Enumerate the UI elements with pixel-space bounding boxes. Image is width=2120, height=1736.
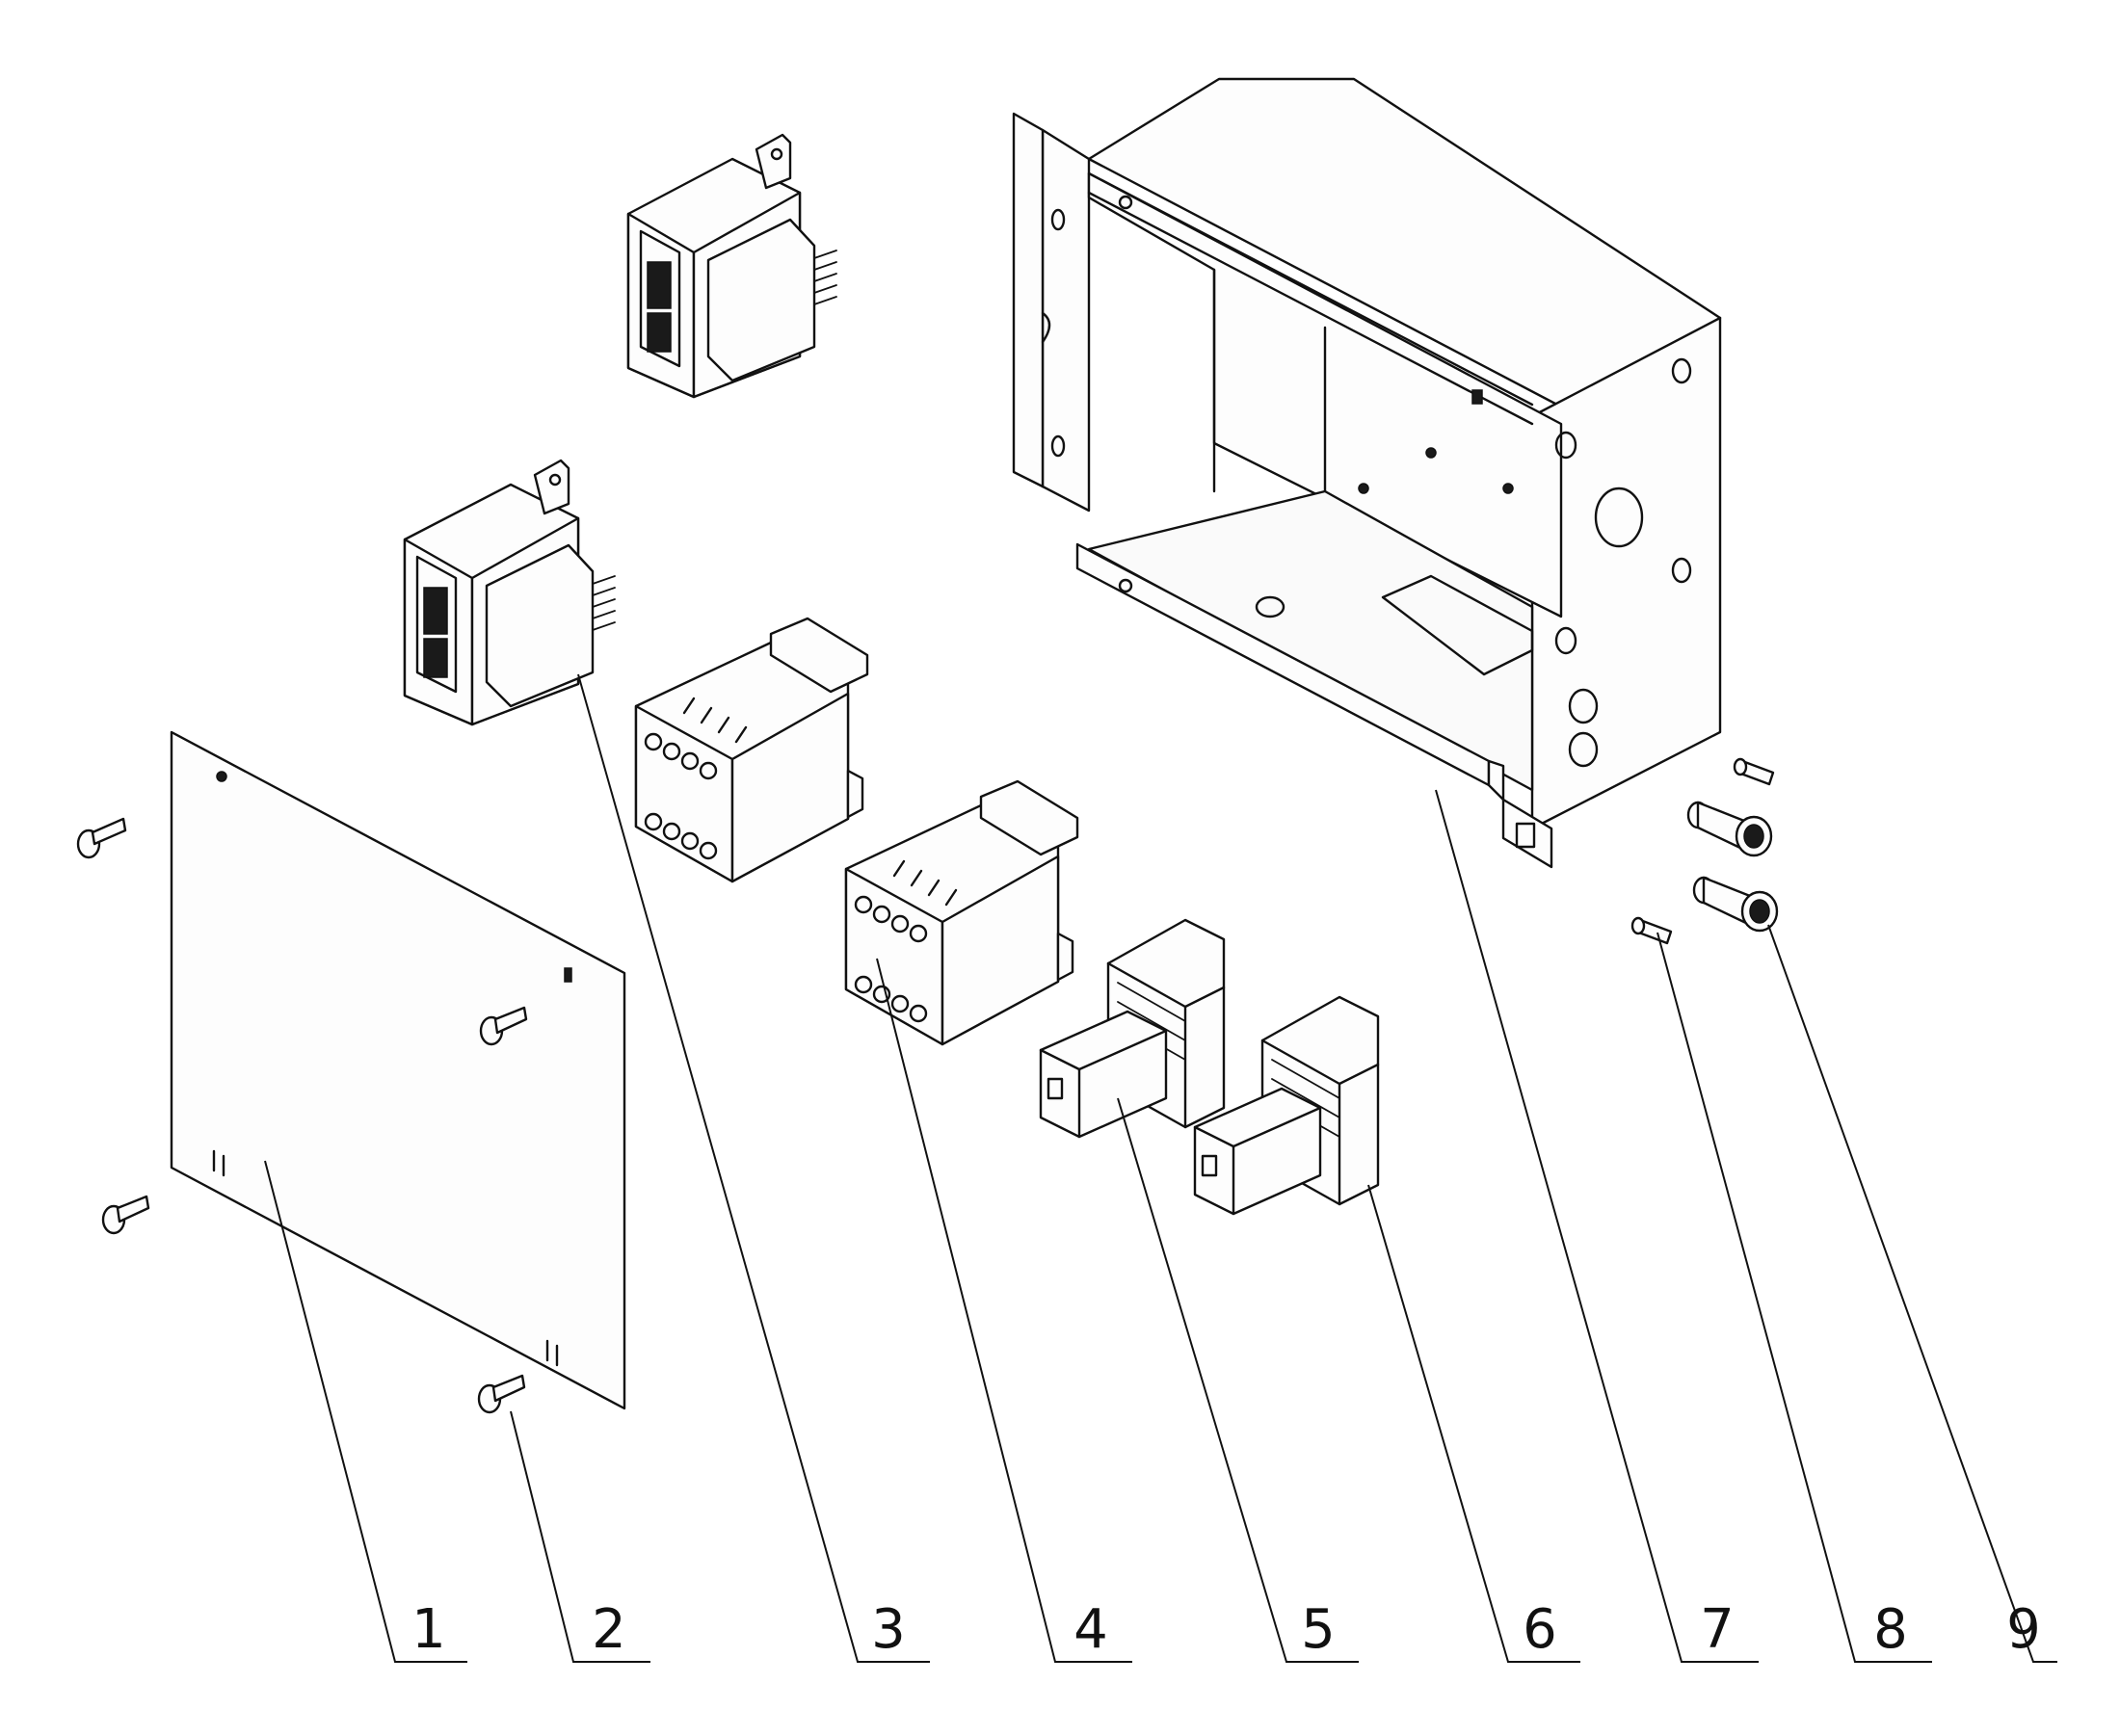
callout-6: 6 bbox=[1523, 1598, 1557, 1661]
callout-5: 5 bbox=[1301, 1598, 1336, 1661]
leader-8 bbox=[1656, 932, 1932, 1663]
leader-lines bbox=[264, 673, 2057, 1663]
leader-6 bbox=[1367, 1184, 1580, 1663]
callout-3: 3 bbox=[871, 1598, 906, 1661]
cover-plate bbox=[170, 730, 626, 1410]
transformer-upper bbox=[626, 133, 837, 399]
callout-7: 7 bbox=[1700, 1598, 1735, 1661]
callout-labels: 1 2 3 4 5 6 7 8 9 bbox=[411, 1598, 2041, 1661]
leader-9 bbox=[1767, 924, 2057, 1663]
leader-1 bbox=[264, 1160, 467, 1663]
callout-8: 8 bbox=[1873, 1598, 1908, 1661]
contactor-lower bbox=[844, 779, 1079, 1046]
leader-4 bbox=[876, 958, 1132, 1663]
screw-group bbox=[76, 817, 528, 1414]
leader-3 bbox=[577, 673, 930, 1663]
callout-2: 2 bbox=[592, 1598, 626, 1661]
callout-1: 1 bbox=[411, 1598, 446, 1661]
screw-1 bbox=[76, 817, 127, 859]
contactor-upper bbox=[634, 617, 869, 883]
callout-9: 9 bbox=[2006, 1598, 2041, 1661]
enclosure-box bbox=[1012, 77, 1722, 869]
leader-5 bbox=[1117, 1097, 1359, 1663]
screw-3 bbox=[101, 1195, 150, 1235]
callout-4: 4 bbox=[1073, 1598, 1108, 1661]
fuse-upper bbox=[1733, 757, 1775, 786]
contactor-lower-terminals bbox=[854, 859, 958, 1023]
transformer-lower bbox=[403, 459, 616, 726]
screw-2 bbox=[479, 1006, 528, 1046]
contactor-upper-terminals bbox=[644, 697, 748, 860]
fuse-lower bbox=[1630, 916, 1673, 945]
leader-2 bbox=[510, 1410, 650, 1663]
fuse-holder-lower bbox=[1692, 876, 1779, 933]
screw-4 bbox=[477, 1374, 526, 1414]
fuse-holder-upper bbox=[1686, 801, 1773, 857]
leader-7 bbox=[1435, 789, 1759, 1663]
relay-lower bbox=[1193, 995, 1380, 1216]
relay-upper bbox=[1039, 918, 1226, 1139]
